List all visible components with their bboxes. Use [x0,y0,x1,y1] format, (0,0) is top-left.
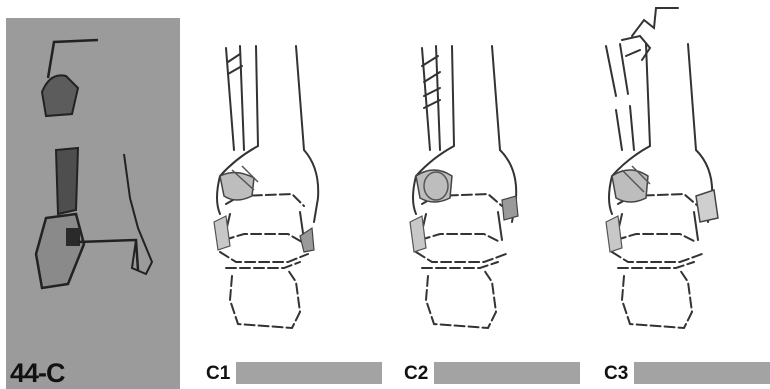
syndesmotic-line [78,240,138,270]
calcaneus-outline [230,270,300,328]
subtype-c1-drawing [196,0,392,340]
caption-c2: C2 [404,360,580,386]
lateral-fragment-shading [416,170,452,202]
distal-fibula [36,214,84,288]
medial-malleolus-fragment [696,190,718,222]
caption-c2-label: C2 [404,364,434,383]
fibula-shaft [56,148,78,214]
syndesmosis-marker [66,228,80,246]
fibula-lateral-edge [226,48,234,150]
tibia-medial-contour [492,46,516,222]
medial-shadow [502,196,518,220]
wire-fragment [48,40,98,78]
tibia-medial-contour [296,46,318,222]
caption-c1-label: C1 [206,364,236,383]
caption-c1-bar [236,362,382,384]
caption-c3-label: C3 [604,364,634,383]
calcaneus-outline [426,270,496,328]
key-panel-label: 44-C [10,360,65,387]
subtype-c2-drawing [394,0,590,340]
talar-dome [224,234,302,242]
key-panel-illustration [6,18,180,389]
talus-upper [220,252,308,262]
fibula-medial-edge [240,46,244,150]
proximal-fibula-fragment [606,44,628,96]
caption-c3: C3 [604,360,770,386]
lateral-fragment-shading [612,170,648,202]
calcaneus-outline [622,270,692,328]
wire-fragment [632,8,678,36]
proximal-fibula-fragment [42,75,78,116]
talar-dome [616,234,696,242]
caption-c1: C1 [206,360,382,386]
talus-upper [612,252,702,262]
fibula-medial-edge [436,46,440,150]
fibula-shaft [616,106,634,150]
key-panel-44c: 44-C [6,18,180,389]
talus-upper [416,252,506,262]
caption-c3-bar [634,362,770,384]
caption-c2-bar [434,362,580,384]
subtype-c3-drawing [592,0,770,340]
talar-dome [420,234,500,242]
